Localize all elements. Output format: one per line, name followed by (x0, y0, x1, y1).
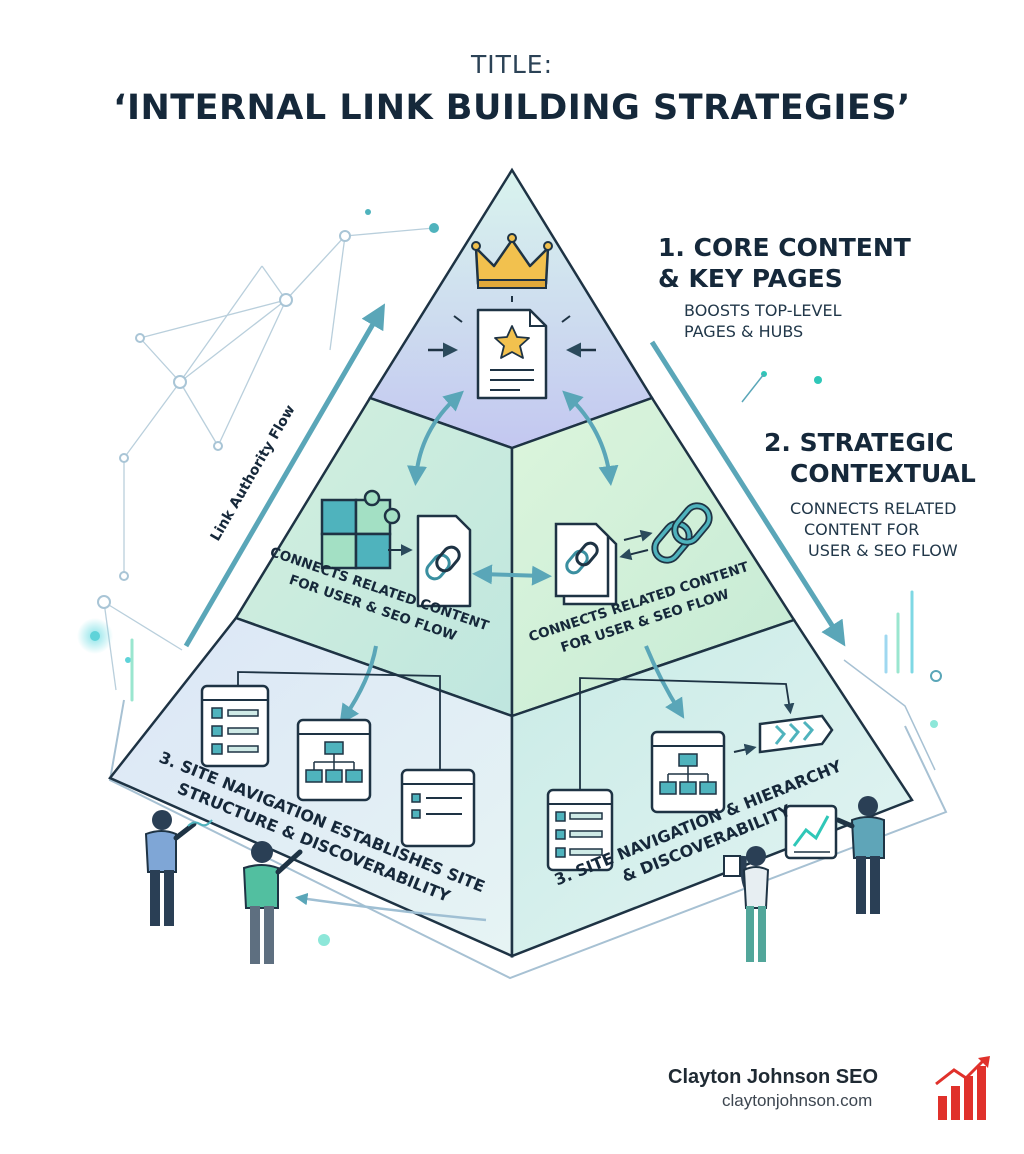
authority-arrow-up (183, 303, 386, 648)
network-graph-decoration (103, 227, 435, 691)
brand-url: claytonjohnson.com (722, 1091, 873, 1110)
focus-ticks (453, 296, 571, 323)
tier-2-desc-line1: CONNECTS RELATED (790, 499, 957, 518)
tier-1-description: BOOSTS TOP-LEVEL PAGES & HUBS (684, 300, 841, 342)
tier-2-desc-line2: CONTENT FOR (804, 520, 920, 539)
crown-icon (471, 233, 553, 289)
content-page-icon (400, 768, 476, 848)
brand-name: Clayton Johnson SEO (668, 1066, 879, 1088)
person-right-1 (723, 846, 770, 962)
website-list-icon-right (546, 788, 614, 872)
base-return-arrow (295, 892, 487, 922)
page-title: ‘INTERNAL LINK BUILDING STRATEGIES’ (113, 88, 911, 128)
person-right-2 (835, 796, 885, 914)
tier-2-heading: 2. STRATEGIC CONTEXTUAL (764, 427, 976, 489)
sitemap-icon-right (650, 730, 726, 814)
tier-2-heading-line1: 2. STRATEGIC (764, 428, 954, 457)
sitemap-icon (296, 718, 372, 802)
link-arrow-top-right (562, 390, 619, 486)
tier-1-heading-line2: & KEY PAGES (658, 264, 843, 293)
puzzle-icon (320, 489, 401, 570)
bar-decoration (130, 590, 914, 702)
person-left-1 (144, 810, 197, 926)
link-documents-icon (554, 522, 618, 606)
star-document-icon (476, 308, 548, 400)
tier-1-heading: 1. CORE CONTENT & KEY PAGES (658, 232, 911, 294)
link-document-icon (416, 514, 472, 608)
link-arrow-top-left (407, 390, 464, 486)
progress-chevrons-icon (758, 714, 834, 754)
network-nodes (97, 230, 351, 609)
tier-2-desc-line3: USER & SEO FLOW (808, 541, 958, 560)
chain-link-icon (651, 502, 713, 564)
link-arrow-middle (472, 564, 552, 586)
pyramid-base-outline (108, 699, 948, 980)
person-left-2 (242, 841, 303, 964)
authority-arrow-down (649, 340, 846, 647)
title-prefix: TITLE: (470, 50, 554, 79)
tier-1-desc-line2: PAGES & HUBS (684, 322, 804, 341)
tier-2-description: CONNECTS RELATED CONTENT FOR USER & SEO … (790, 498, 958, 561)
brand-logo-icon (935, 1056, 990, 1120)
tier-1-desc-line1: BOOSTS TOP-LEVEL (684, 301, 842, 320)
tier-2-heading-line2: CONTEXTUAL (790, 459, 976, 488)
growth-chart-icon (784, 804, 838, 860)
website-list-icon (200, 684, 270, 768)
tier-1-heading-line1: 1. CORE CONTENT (658, 233, 911, 262)
